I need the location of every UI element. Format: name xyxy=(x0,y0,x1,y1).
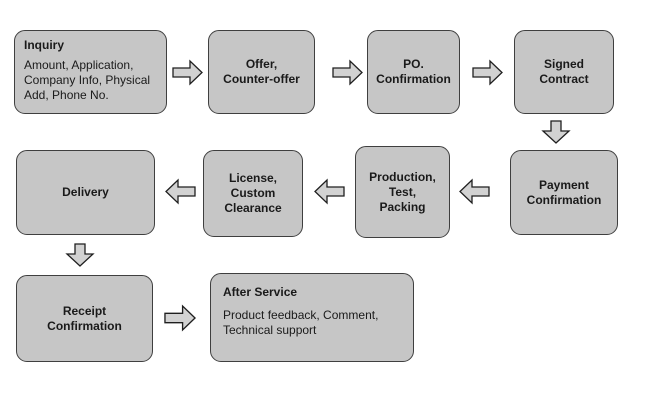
node-production: Production, Test, Packing xyxy=(355,146,450,238)
node-production-label: Production, Test, Packing xyxy=(369,169,436,214)
node-inquiry-body: Amount, Application, Company Info, Physi… xyxy=(24,58,151,102)
node-delivery: Delivery xyxy=(16,150,155,235)
arrow-right-icon xyxy=(172,59,203,86)
node-license: License, Custom Clearance xyxy=(203,150,303,237)
node-receipt-confirmation-label: Receipt Confirmation xyxy=(47,303,122,333)
node-inquiry: Inquiry Amount, Application, Company Inf… xyxy=(14,30,167,114)
node-after-service-title: After Service xyxy=(223,285,298,299)
arrow-down-icon xyxy=(541,120,571,144)
node-after-service-body: Product feedback, Comment, Technical sup… xyxy=(223,308,379,337)
arrow-left-icon xyxy=(314,178,345,205)
arrow-left-icon xyxy=(165,178,196,205)
node-signed-contract-label: Signed Contract xyxy=(539,57,589,86)
node-po-confirmation: PO. Confirmation xyxy=(367,30,460,114)
node-offer-label: Offer, Counter-offer xyxy=(223,57,300,86)
node-license-label: License, Custom Clearance xyxy=(224,171,282,215)
arrow-right-icon xyxy=(472,59,503,86)
node-po-confirmation-label: PO. Confirmation xyxy=(376,57,451,86)
arrow-down-icon xyxy=(65,243,95,267)
arrow-right-icon xyxy=(164,304,197,332)
node-after-service: After Service Product feedback, Comment,… xyxy=(210,273,414,362)
arrow-left-icon xyxy=(459,178,490,205)
node-delivery-label: Delivery xyxy=(62,185,109,199)
arrow-right-icon xyxy=(332,59,363,86)
node-receipt-confirmation: Receipt Confirmation xyxy=(16,275,153,362)
node-payment-confirmation: Payment Confirmation xyxy=(510,150,618,235)
node-inquiry-title: Inquiry xyxy=(24,38,65,52)
node-offer: Offer, Counter-offer xyxy=(208,30,315,114)
node-signed-contract: Signed Contract xyxy=(514,30,614,114)
node-payment-confirmation-label: Payment Confirmation xyxy=(526,177,602,207)
